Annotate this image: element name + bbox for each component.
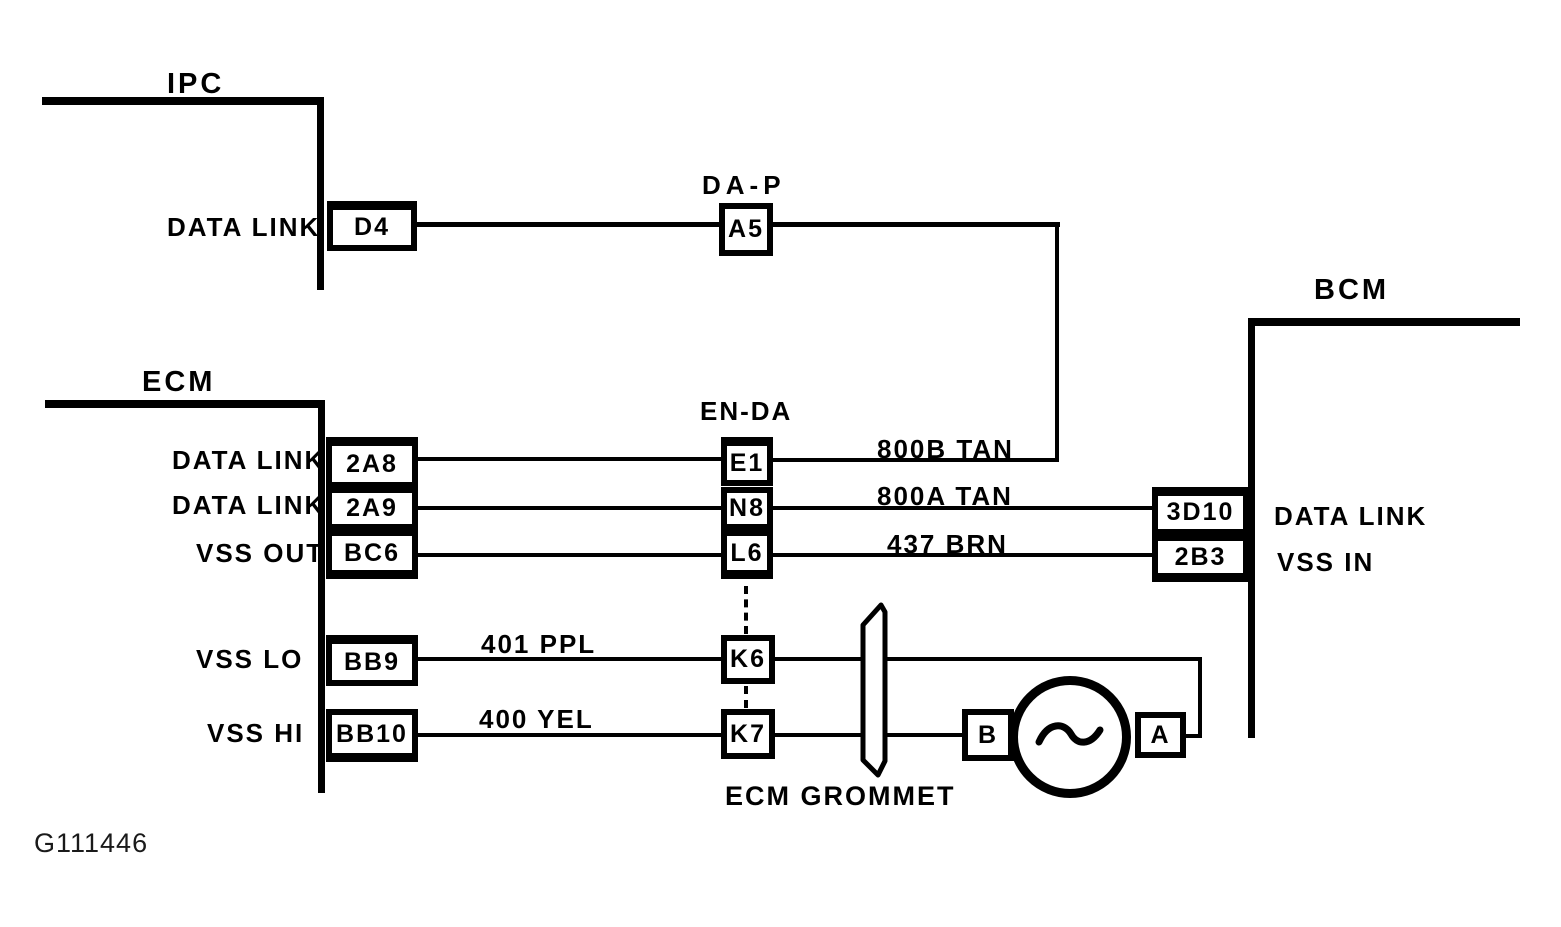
wire-label-437-brn: 437 BRN xyxy=(887,529,1008,559)
terminal-box-d4: D4 xyxy=(327,201,417,251)
bcm-bracket-horizontal xyxy=(1248,318,1520,326)
terminal-box-3d10: 3D10 xyxy=(1152,487,1249,535)
wire-401-ppl xyxy=(773,657,1202,661)
ipc-bracket-vertical xyxy=(317,97,324,290)
terminal-sensor-b-label: B xyxy=(977,720,999,749)
wire-label-800b-tan: 800B TAN xyxy=(877,434,1014,464)
bcm-bracket-vertical xyxy=(1248,318,1255,738)
terminal-box-bb9: BB9 xyxy=(326,635,418,686)
figure-number: G111446 xyxy=(34,828,149,858)
bcm-module-title: BCM xyxy=(1314,274,1390,306)
connector-en-da-name: EN-DA xyxy=(700,396,793,426)
wire-bc6-to-l6 xyxy=(416,553,723,557)
terminal-box-2a9: 2A9 xyxy=(326,487,418,530)
terminal-2a8-label: 2A8 xyxy=(346,449,398,478)
terminal-d4-label: D4 xyxy=(354,213,390,241)
wire-800b-tan xyxy=(771,458,1059,462)
terminal-box-k6: K6 xyxy=(721,635,775,684)
terminal-2b3-label: 2B3 xyxy=(1174,542,1227,571)
wire-sensor-a-stub xyxy=(1184,734,1202,738)
terminal-sensor-a-label: A xyxy=(1150,720,1171,749)
terminal-a5-label: A5 xyxy=(728,215,764,243)
wire-label-401-ppl: 401 PPL xyxy=(481,629,597,659)
terminal-box-bb10: BB10 xyxy=(326,709,418,762)
ecm-pin-signal-vss-hi: VSS HI xyxy=(207,718,305,748)
wire-2a8-to-e1 xyxy=(416,457,723,461)
terminal-3d10-label: 3D10 xyxy=(1166,498,1235,526)
terminal-l6-label: L6 xyxy=(730,538,764,567)
terminal-bb10-label: BB10 xyxy=(336,719,408,748)
terminal-2a9-label: 2A9 xyxy=(346,494,398,522)
terminal-box-k7: K7 xyxy=(721,709,775,759)
sine-wave-icon xyxy=(1035,722,1104,746)
connector-da-p-name: DA-P xyxy=(702,170,786,200)
vss-sensor-symbol xyxy=(1009,676,1131,798)
ecm-pin-signal-vss-lo: VSS LO xyxy=(196,644,304,674)
ecm-pin-signal-data-link-1: DATA LINK xyxy=(172,445,326,475)
terminal-box-l6: L6 xyxy=(721,530,773,579)
terminal-box-sensor-a: A xyxy=(1135,712,1186,758)
wire-sensor-a-vertical xyxy=(1198,657,1202,738)
ecm-grommet-label: ECM GROMMET xyxy=(725,781,956,811)
terminal-n8-label: N8 xyxy=(729,494,765,522)
wire-a5-drop-vertical xyxy=(1055,222,1059,462)
ecm-bracket-horizontal xyxy=(45,400,324,408)
ecm-pin-signal-data-link-2: DATA LINK xyxy=(172,490,326,520)
bcm-pin-signal-vss-in: VSS IN xyxy=(1277,547,1375,577)
terminal-box-a5: A5 xyxy=(719,203,773,256)
terminal-e1-label: E1 xyxy=(729,448,765,477)
terminal-box-bc6: BC6 xyxy=(326,530,418,579)
terminal-k7-label: K7 xyxy=(730,719,766,748)
wire-bb9-to-k6 xyxy=(416,657,723,661)
wire-d4-to-a5 xyxy=(414,222,721,227)
ipc-pin-signal-data-link: DATA LINK xyxy=(167,212,321,242)
terminal-box-sensor-b: B xyxy=(962,709,1014,761)
terminal-box-2a8: 2A8 xyxy=(326,437,418,488)
ecm-bracket-vertical xyxy=(318,400,325,793)
terminal-bc6-label: BC6 xyxy=(343,538,400,567)
wire-bb10-to-k7 xyxy=(416,733,723,737)
wire-label-800a-tan: 800A TAN xyxy=(877,481,1013,511)
ecm-pin-signal-vss-out: VSS OUT xyxy=(196,538,325,568)
wire-a5-to-corner xyxy=(771,222,1060,227)
ipc-bracket-horizontal xyxy=(42,97,322,105)
wire-label-400-yel: 400 YEL xyxy=(479,704,594,734)
bcm-pin-signal-data-link: DATA LINK xyxy=(1274,501,1428,531)
wire-437-brn xyxy=(771,553,1154,557)
terminal-box-2b3: 2B3 xyxy=(1152,535,1249,582)
ecm-module-title: ECM xyxy=(142,366,216,398)
terminal-k6-label: K6 xyxy=(730,645,766,673)
terminal-box-e1: E1 xyxy=(721,437,773,486)
terminal-bb9-label: BB9 xyxy=(343,647,400,676)
wire-800a-tan xyxy=(771,506,1154,510)
wire-2a9-to-n8 xyxy=(416,506,723,510)
ipc-module-title: IPC xyxy=(167,68,225,100)
dashed-connector-line-lower xyxy=(744,686,748,708)
dashed-connector-line-upper xyxy=(744,586,748,634)
terminal-box-n8: N8 xyxy=(721,487,773,530)
ecm-grommet-shape xyxy=(860,602,888,778)
